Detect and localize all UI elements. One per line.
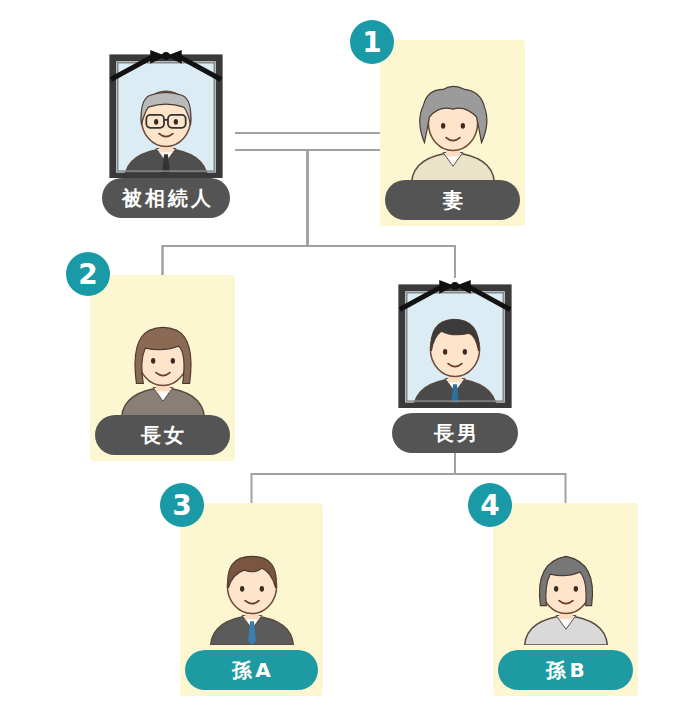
deceased-person: 被相続人 — [97, 48, 235, 218]
person-name: 孫A — [229, 657, 273, 684]
hair — [419, 86, 486, 142]
person-label: 長女 — [95, 415, 230, 455]
person-name: 被相続人 — [119, 185, 214, 212]
eye — [463, 349, 467, 355]
eye — [154, 119, 158, 125]
eye — [259, 586, 263, 592]
person-label: 妻 — [385, 180, 520, 220]
person-label: 長男 — [392, 413, 518, 453]
person-name: 孫B — [543, 657, 587, 684]
deceased-person: 長男 — [387, 278, 523, 453]
heir-person: 長女 — [90, 275, 235, 461]
glasses — [168, 115, 186, 128]
person-label: 被相続人 — [102, 178, 230, 218]
hair — [227, 556, 275, 588]
hair — [134, 327, 190, 383]
heir-person: 孫A — [180, 503, 323, 696]
mouth — [446, 138, 460, 141]
marriage-line — [235, 133, 380, 150]
descent-line — [252, 453, 456, 503]
eye — [443, 349, 447, 355]
person-illustration — [192, 515, 312, 645]
heir-person: 孫B — [493, 503, 638, 696]
person-illustration — [393, 52, 513, 182]
glasses — [164, 119, 168, 121]
face — [141, 91, 190, 146]
memorial-frame — [402, 288, 508, 406]
mouth — [448, 364, 462, 367]
person-label: 孫B — [498, 650, 633, 690]
eye — [150, 358, 154, 364]
eye — [170, 358, 174, 364]
eye — [239, 586, 243, 592]
frame-inner — [118, 63, 215, 171]
person-illustration — [106, 48, 226, 178]
ribbon-bow — [439, 280, 471, 294]
hair — [431, 319, 479, 351]
tie — [248, 621, 256, 645]
glasses — [146, 115, 164, 128]
person-illustration — [103, 287, 223, 417]
person-name: 妻 — [440, 187, 466, 214]
mouth — [159, 134, 173, 137]
eye — [440, 123, 444, 129]
person-name: 長女 — [138, 422, 187, 449]
eye — [553, 586, 557, 592]
mouth — [245, 601, 259, 604]
callout-number: 4 — [468, 483, 512, 527]
hair — [141, 92, 191, 125]
frame-inner — [407, 293, 504, 401]
callout-number: 3 — [160, 483, 204, 527]
ribbon-knot — [162, 52, 170, 60]
memorial-frame — [113, 58, 219, 176]
person-illustration — [506, 515, 626, 645]
eye — [460, 123, 464, 129]
ribbon-bow — [150, 50, 182, 64]
callout-number: 2 — [66, 252, 110, 296]
person-label: 孫A — [185, 650, 318, 690]
mouth — [559, 601, 573, 604]
body — [210, 615, 293, 645]
person-illustration — [395, 278, 515, 408]
eye — [573, 586, 577, 592]
eye — [174, 119, 178, 125]
hair — [539, 556, 592, 605]
body — [411, 152, 494, 182]
mouth — [156, 373, 170, 376]
callout-number: 1 — [350, 20, 394, 64]
body — [524, 615, 607, 645]
heir-person: 妻 — [380, 40, 525, 226]
ribbon-knot — [451, 282, 459, 290]
person-name: 長男 — [431, 420, 480, 447]
body — [121, 387, 204, 417]
